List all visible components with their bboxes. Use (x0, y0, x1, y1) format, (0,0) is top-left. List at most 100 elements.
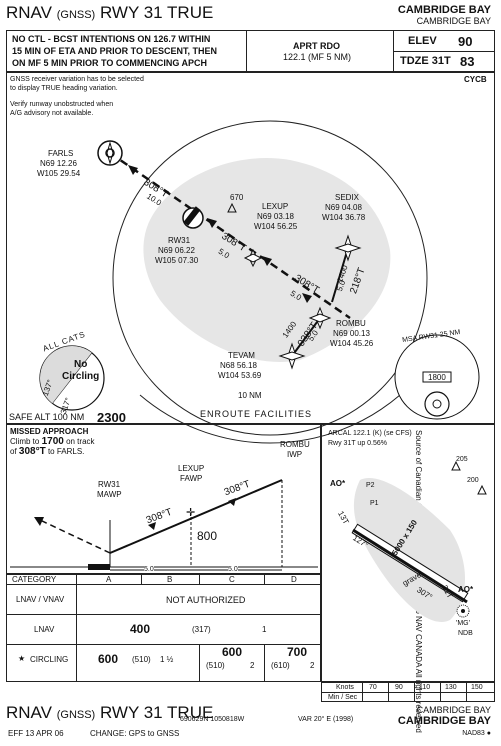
tevam-track (291, 317, 321, 357)
footer-runway: RWY 31 TRUE (99, 703, 214, 722)
row1-value: NOT AUTHORIZED (166, 595, 246, 605)
rombu-lat: N69 00.13 (333, 329, 370, 338)
row3-c-mda: 600 (222, 645, 243, 659)
cat-d: D (291, 575, 297, 584)
safe-alt-value: 2300 (97, 410, 126, 425)
missed-alt: 1700 (41, 436, 64, 447)
row3-d-hat: (610) (271, 661, 290, 670)
rw31-lat: N69 06.22 (158, 246, 195, 255)
rombu-waypoint-icon (308, 306, 332, 330)
p2-label: P2 (366, 482, 375, 489)
footer-rnav: RNAV (6, 703, 52, 722)
farls-lat: N69 12.26 (40, 159, 77, 168)
lexup-lat: N69 03.18 (257, 212, 294, 221)
header-category: CATEGORY (12, 575, 57, 584)
row3-c-vis: 2 (250, 661, 255, 670)
lexup-lon: W104 56.25 (254, 222, 298, 231)
row2-hat: (317) (192, 625, 211, 634)
obstacle-icon (227, 202, 237, 213)
airport-name: CAMBRIDGE BAY (416, 16, 491, 26)
row3-ab-vis: 1 ½ (160, 655, 174, 664)
footer-gnss: (GNSS) (56, 709, 96, 721)
row3-label: CIRCLING (30, 655, 69, 664)
rw31-name: RW31 (168, 236, 191, 245)
missed-crs: 308°T (18, 446, 46, 457)
airport-city: CAMBRIDGE BAY (397, 4, 491, 16)
ndb-label: NDB (458, 630, 473, 637)
ring-10nm-label: 10 NM (238, 391, 262, 400)
p1-label: P1 (370, 500, 379, 507)
enroute-arc (139, 394, 401, 444)
row3-d-mda: 700 (287, 645, 308, 659)
track-arrow-1 (128, 165, 138, 175)
sedix-name: SEDIX (335, 193, 360, 202)
atc-note-3: ON MF 5 MIN PRIOR TO COMMENCING APCH (12, 58, 208, 68)
missed-line-2: of 308°T to FARLS. (10, 447, 84, 457)
aprt-label: APRT RDO (293, 41, 340, 51)
row3-ab-hat: (510) (132, 655, 151, 664)
elev-value: 90 (458, 34, 473, 49)
tdze-label: TDZE 31T (400, 55, 451, 67)
title-gnss: (GNSS) (56, 9, 96, 21)
footer-title: RNAV (GNSS) RWY 31 TRUE (6, 704, 213, 721)
note-1: GNSS receiver variation has to be select… (10, 76, 144, 83)
elev-200: 200 (467, 477, 479, 484)
row2-label: LNAV (34, 625, 55, 634)
title-rnav: RNAV (6, 3, 52, 22)
rw31-lon: W105 07.30 (155, 256, 199, 265)
profile-rw31: RW31 (98, 480, 121, 489)
track-arrow-3 (262, 256, 272, 266)
farls-waypoint-icon (97, 140, 123, 166)
missed-4: to FARLS. (47, 447, 85, 456)
all-cats-circle (39, 345, 105, 411)
minima-table (6, 574, 321, 682)
missed-3: of (10, 447, 17, 456)
knots-90: 90 (395, 684, 403, 691)
knots-label: Knots (336, 684, 354, 691)
footer-change: CHANGE: GPS to GNSS (90, 729, 180, 738)
rombu-lon: W104 45.26 (330, 339, 374, 348)
lexup-name: LEXUP (262, 202, 289, 211)
missed-line-1: Climb to 1700 on track (10, 437, 95, 447)
ao-1: AO* (330, 479, 346, 488)
footer-airport-name: CAMBRIDGE BAY (397, 715, 491, 727)
tevam-lat: N68 56.18 (220, 361, 257, 370)
lexup-waypoint-icon (243, 248, 263, 268)
sedix-waypoint-icon (334, 234, 362, 262)
knots-110: 110 (419, 684, 431, 691)
ring-10nm (112, 120, 428, 436)
arcal-note: ARCAL 122.1 (K) (se CFS) (328, 430, 412, 437)
ao-2: AO* (458, 585, 474, 594)
farls-name: FARLS (48, 149, 74, 158)
knots-130: 130 (445, 684, 457, 691)
aerodrome-diagram (321, 424, 495, 682)
title-runway: RWY 31 TRUE (99, 3, 214, 22)
msa-circle (394, 334, 480, 420)
missed-title: MISSED APPROACH (10, 427, 89, 436)
rwy-note: Rwy 31T up 0.56% (328, 440, 388, 447)
msa-alt: 1800 (428, 373, 446, 382)
rw31-waypoint-icon (182, 206, 204, 229)
footer-airport-city: CAMBRIDGE BAY (416, 705, 491, 715)
footer-eff: EFF 13 APR 06 (8, 729, 64, 738)
chart-title: RNAV (GNSS) RWY 31 TRUE (6, 4, 213, 21)
footer-nad: NAD83 ● (462, 730, 491, 737)
obstacle-200-icon (477, 484, 487, 495)
cat-c: C (229, 575, 235, 584)
ndb-id: 'MG' (456, 620, 470, 627)
sedix-track (331, 247, 349, 303)
profile-glidepath (109, 479, 283, 554)
rombu-name: ROMBU (336, 319, 366, 328)
note-3: Verify runway unobstructed when (10, 101, 114, 108)
plan-view (6, 72, 495, 424)
track-arrow-2 (207, 218, 217, 228)
profile-dist-2: 5.0 (228, 566, 238, 573)
tdze-value: 83 (460, 54, 475, 69)
enroute-label: ENROUTE FACILITIES (200, 409, 313, 419)
profile-missed (39, 519, 111, 554)
cat-a: A (106, 575, 112, 584)
row2-vis: 1 (262, 625, 267, 634)
